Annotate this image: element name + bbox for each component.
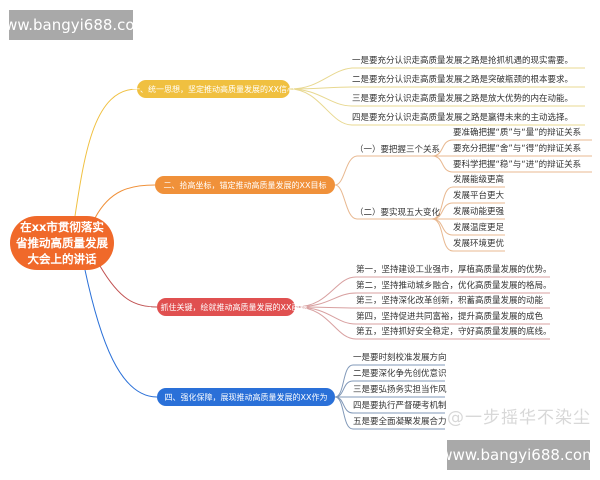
leaf[interactable]: 三是要弘扬务实担当作风 (353, 385, 447, 395)
leaf[interactable]: 发展平台更大 (453, 191, 505, 201)
leaf[interactable]: 第三，坚持深化改革创新，积蓄高质量发展的动能 (356, 296, 544, 306)
leaf[interactable]: 发展温度更足 (453, 223, 505, 233)
leaf[interactable]: 要准确把握“质”与“量”的辩证关系 (453, 128, 582, 138)
leaf[interactable]: 五是要全面凝聚发展合力 (353, 417, 447, 427)
branch-3-node[interactable]: 三、抓住关键，绘就推动高质量发展的XX画卷 (145, 298, 307, 316)
leaf[interactable]: 四是要充分认识走高质量发展之路是赢得未来的主动选择。 (352, 113, 574, 123)
leaf[interactable]: 一是要充分认识走高质量发展之路是抢抓机遇的现实需要。 (352, 56, 574, 66)
leaf[interactable]: 一是要时刻校准发展方向 (353, 353, 447, 363)
branch-1-node[interactable]: 一、统一思想，坚定推动高质量发展的XX信心 (132, 80, 295, 98)
leaf[interactable]: 发展动能更强 (453, 207, 505, 217)
leaf[interactable]: 二是要深化争先创优意识 (353, 369, 447, 379)
watermark-top: www.bangyi688.com (0, 10, 149, 40)
watermark-bottom: www.bangyi688.com (440, 440, 597, 470)
leaf[interactable]: 发展能级更高 (453, 175, 505, 185)
branch-2-node[interactable]: 二、拾高坐标，锚定推动高质量发展的XX目标 (155, 176, 335, 194)
leaf[interactable]: 第五，坚持抓好安全稳定，守好高质量发展的底线。 (356, 327, 552, 337)
leaf[interactable]: 第一，坚持建设工业强市，厚植高质量发展的优势。 (356, 265, 552, 275)
author-watermark: @一步摇华不染尘 (447, 408, 591, 428)
leaf[interactable]: 四是要执行严督硬考机制 (353, 401, 447, 411)
leaf[interactable]: 发展环境更优 (453, 239, 505, 249)
branch-4-node[interactable]: 四、强化保障，展现推动高质量发展的XX作为 (157, 388, 335, 406)
center-line: 在xx市贯彻落实 (20, 220, 104, 234)
leaf[interactable]: 二是要充分认识走高质量发展之路是突破瓶颈的根本要求。 (352, 75, 574, 85)
center-node[interactable]: 在xx市贯彻落实 省推动高质量发展 大会上的讲话 (10, 216, 114, 270)
sub-node[interactable]: （一）要把握三个关系 (355, 145, 441, 155)
center-line: 大会上的讲话 (27, 252, 97, 266)
leaf[interactable]: 第四，坚持促进共同富裕，提升高质量发展的成色 (356, 312, 544, 322)
leaf[interactable]: 三是要充分认识走高质量发展之路是放大优势的内在动能。 (352, 94, 574, 104)
leaf[interactable]: 要充分把握“舍”与“得”的辩证关系 (453, 144, 582, 154)
leaf[interactable]: 第二，坚持推动城乡融合，优化高质量发展的格局。 (356, 281, 552, 291)
sub-node[interactable]: （二）要实现五大变化 (355, 208, 441, 218)
center-line: 省推动高质量发展 (16, 236, 108, 250)
leaf[interactable]: 要科学把握“稳”与“进”的辩证关系 (453, 160, 582, 170)
